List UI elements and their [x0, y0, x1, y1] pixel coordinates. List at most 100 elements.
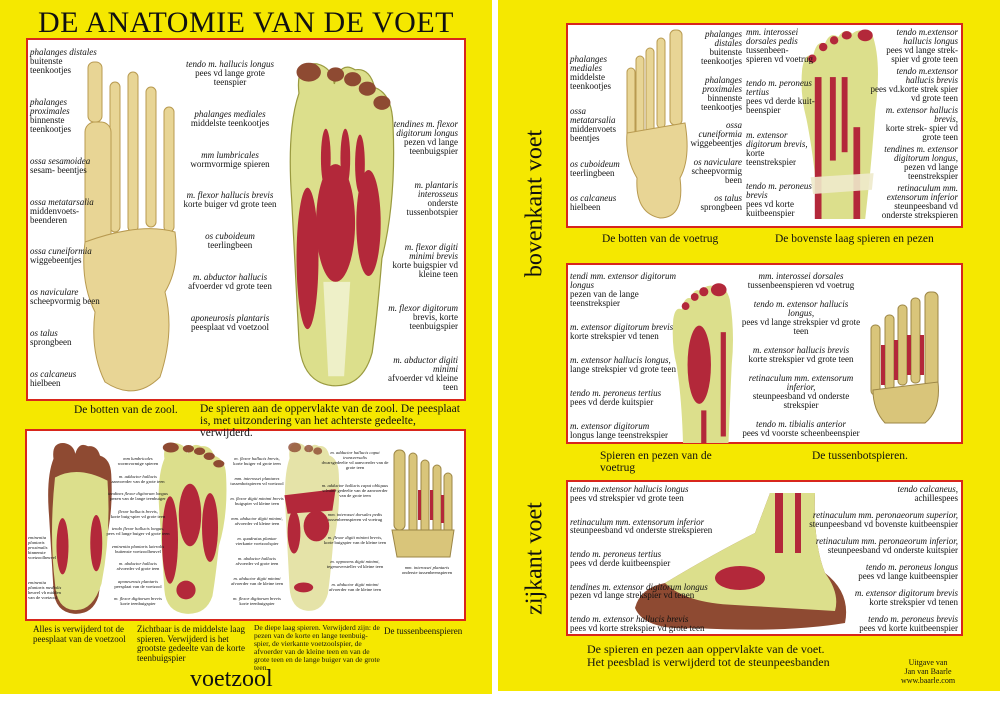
- dutch-term: pees vd derde kuitbeenspier: [570, 557, 671, 568]
- dutch-term: afvoerder vd kleine teen: [388, 373, 458, 392]
- dutch-term: korte strek- spier vd grote teen: [885, 123, 958, 142]
- dutch-term: afvoerder van de kleine teen: [328, 586, 382, 592]
- dutch-term: hielbeen: [570, 201, 601, 212]
- dutch-term: heuvel vh midden van de voetzool: [28, 590, 61, 600]
- dutch-term: longus lange teenstrekspier: [570, 430, 668, 440]
- dutch-term: sesam- beentjes: [30, 164, 87, 175]
- caption-layer-2: Zichtbaar is de middelste laag spieren. …: [137, 624, 245, 663]
- latin-term: tendo m. extensor hallucis longus,: [753, 299, 849, 318]
- latin-term: m. extensor digitorum brevis,: [746, 129, 808, 149]
- dutch-term: afvoerder vd kleine teen: [234, 521, 280, 526]
- publisher-url: www.baarle.com: [900, 676, 956, 685]
- dutch-term: pezen vd lange teenstrekspier: [904, 162, 958, 181]
- anatomy-label: tendo flexor hallucis longus,pees vd lan…: [106, 526, 170, 536]
- latin-term: m. abductor digiti minimi: [233, 576, 281, 581]
- latin-term: os cuboideum: [205, 231, 255, 242]
- latin-term: m. extensor digitorum brevis: [854, 588, 958, 598]
- latin-term: mm. interossei dorsales pedis: [327, 511, 383, 517]
- poster-title: DE ANATOMIE VAN DE VOET: [38, 6, 454, 39]
- latin-term: mm. interossei dorsales: [758, 271, 844, 281]
- dutch-term: vierkante voetzoolspier: [235, 541, 279, 546]
- dutch-term: pees vd korte kuitbeenspier: [859, 622, 958, 633]
- dutch-term: steunpeesband vd onderste kuitspier: [827, 544, 958, 555]
- latin-term: m. extensor hallucis brevis: [752, 345, 850, 355]
- dutch-term: pees vd lange kuitbeenspier: [858, 570, 958, 581]
- dutch-term: korte buiger vd grote teen: [233, 461, 281, 466]
- latin-term: os naviculare: [30, 287, 79, 298]
- anatomy-label: retinaculum mm. peronaeorum inferior,ste…: [808, 537, 958, 554]
- latin-term: aponeurosis plantaris: [117, 578, 159, 584]
- latin-term: m. opponens digiti minimi,: [330, 558, 380, 564]
- dutch-term: binnenste teenkootjes: [30, 114, 71, 134]
- latin-term: tendo m. peroneus tertius: [570, 549, 662, 559]
- latin-term: tendo m.extensor hallucis brevis: [896, 66, 958, 85]
- sole-muscles-illustration: [289, 62, 395, 387]
- latin-term: os cuboideum: [570, 158, 620, 169]
- dutch-term: scheepvormig been: [30, 296, 100, 307]
- latin-term: m. flexor digitorum: [388, 302, 458, 313]
- interossei-dorsal-illustration: [870, 291, 939, 424]
- dutch-term: korte strekspier vd tenen: [869, 596, 958, 607]
- dutch-term: scheepvormig been: [691, 165, 742, 185]
- caption-interossei: De tussenbotspieren.: [812, 450, 908, 462]
- latin-term: ossa metatarsalia: [30, 196, 94, 207]
- dutch-term: tegenoversteller vd kleine teen: [326, 563, 384, 569]
- dutch-term: steunpeesband vd onderste strekspieren: [570, 525, 713, 535]
- latin-term: tendines m. flexor digitorum longus: [393, 119, 458, 138]
- latin-term: tendo m. peroneus tertius: [570, 388, 662, 398]
- label-column: m. adductor hallucis caput transversalis…: [320, 450, 390, 592]
- latin-term: tendo m. tibialis anterior: [756, 419, 846, 429]
- latin-term: eminentia plantaris proximalis: [28, 535, 48, 550]
- latin-term: m. flexor digitorum brevis: [233, 596, 281, 601]
- latin-term: m. flexor digiti minimi brevis,: [327, 535, 383, 541]
- dorsum-tendons-illustration: [672, 283, 733, 443]
- anatomy-label: m. extensor hallucis longus,lange streks…: [570, 356, 680, 374]
- caption-layer-4: De tussenbeenspieren: [384, 626, 463, 636]
- dutch-term: pees vd voorste scheenbeenspier: [742, 428, 860, 438]
- dutch-term: middenvoets- beenderen: [30, 205, 79, 225]
- latin-term: tendines m. extensor digitorum longus,: [884, 144, 958, 163]
- anatomy-label: retinaculum mm. extensorum inferior,steu…: [740, 374, 862, 410]
- latin-term: eminentia plantaris medialis: [28, 580, 62, 590]
- latin-term: eminentia plantaris lateralis: [111, 543, 165, 549]
- anatomy-label: m. opponens digiti minimi,tegenoverstell…: [320, 559, 390, 569]
- latin-term: tendo m. peroneus longus: [865, 562, 958, 572]
- dutch-term: pees vd derde kuit- beenspier: [746, 96, 815, 116]
- dutch-term: korte buigspier vd kleine teen: [392, 259, 459, 279]
- dutch-term: pees vd strekspier vd grote teen: [570, 492, 684, 503]
- latin-term: ossa cuneiformia: [30, 246, 92, 257]
- latin-term: m. adductor hallucis: [119, 473, 157, 479]
- dutch-term: korte teenbuigspier: [239, 601, 275, 606]
- caption-dorsum-muscles: De bovenste laag spieren en pezen: [775, 233, 934, 245]
- dutch-term: steunpeesband vd bovenste kuitbeenspier: [809, 518, 958, 529]
- publisher-credit: Uitgave van Jan van Baarle www.baarle.co…: [885, 658, 971, 685]
- latin-term: m. extensor digitorum brevis: [570, 322, 674, 332]
- latin-term: aponeurosis plantaris: [190, 312, 270, 323]
